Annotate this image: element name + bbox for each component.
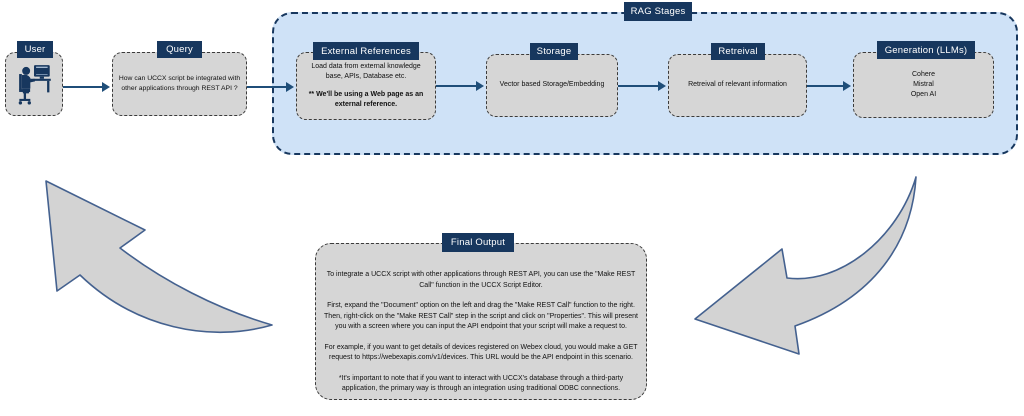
storage-text: Vector based Storage/Embedding xyxy=(499,81,605,89)
node-generation-label: Generation (LLMs) xyxy=(877,41,975,59)
final-output-body: To integrate a UCCX script with other ap… xyxy=(316,244,646,405)
curved-arrow-rag-to-final-output xyxy=(694,176,917,355)
final-output-paragraph: To integrate a UCCX script with other ap… xyxy=(326,271,636,289)
node-final-output-label: Final Output xyxy=(442,233,514,252)
node-external-references: Load data from external knowledge base, … xyxy=(296,52,436,120)
provider-cohere: Cohere xyxy=(912,70,935,78)
arrow-storage-to-retrieval xyxy=(618,81,666,91)
node-user xyxy=(5,52,63,116)
node-storage-label: Storage xyxy=(530,43,578,60)
node-final-output: To integrate a UCCX script with other ap… xyxy=(315,243,647,400)
node-external-references-label: External References xyxy=(313,42,419,60)
node-query: How can UCCX script be integrated with o… xyxy=(112,52,247,116)
provider-mistral: Mistral xyxy=(913,80,934,88)
arrow-external-references-to-storage xyxy=(436,81,484,91)
arrow-retrieval-to-generation xyxy=(807,81,851,91)
rag-stages-label: RAG Stages xyxy=(624,2,692,21)
node-generation: Cohere Mistral Open AI xyxy=(853,52,994,118)
retrieval-text: Retreival of relevant information xyxy=(688,81,787,89)
external-references-note: ** We'll be using a Web page as an exter… xyxy=(308,91,424,109)
arrow-user-to-query xyxy=(63,82,110,92)
query-text: How can UCCX script be integrated with o… xyxy=(118,75,241,92)
external-references-text: Load data from external knowledge base, … xyxy=(311,62,421,80)
provider-openai: Open AI xyxy=(910,91,937,99)
final-output-paragraph: For example, if you want to get details … xyxy=(324,343,638,362)
node-retrieval: Retreival of relevant information xyxy=(668,54,807,117)
arrow-query-to-external-references xyxy=(247,82,294,92)
user-at-computer-icon xyxy=(18,65,51,105)
node-storage: Vector based Storage/Embedding xyxy=(486,54,618,117)
node-query-label: Query xyxy=(157,41,202,58)
final-output-paragraph: First, expand the "Document" option on t… xyxy=(324,302,638,330)
node-user-label: User xyxy=(17,41,53,58)
node-retrieval-label: Retreival xyxy=(711,43,765,60)
final-output-paragraph: *It's important to note that if you want… xyxy=(338,374,624,393)
generation-providers: Cohere Mistral Open AI xyxy=(906,70,941,100)
curved-arrow-final-output-to-user xyxy=(45,180,273,334)
